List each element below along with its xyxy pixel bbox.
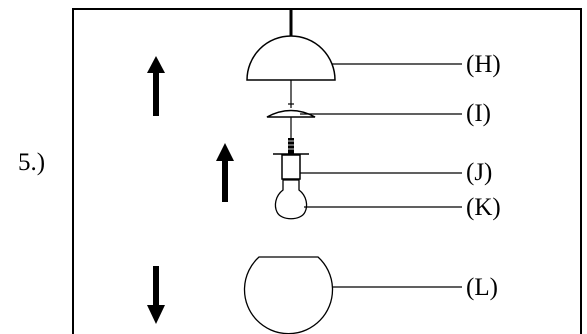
up-arrow-icon <box>216 143 234 202</box>
light-bulb-part-k <box>274 179 308 220</box>
label-l: (L) <box>466 274 498 301</box>
up-arrow-icon <box>147 56 165 116</box>
globe-part-l <box>243 256 334 334</box>
label-j: (J) <box>466 159 492 186</box>
canopy-part-i <box>266 100 316 138</box>
diagram-frame <box>72 8 582 334</box>
problem-number: 5.) <box>18 149 45 176</box>
label-k: (K) <box>466 194 501 221</box>
label-h: (H) <box>466 51 501 78</box>
down-arrow-icon <box>147 266 165 324</box>
label-i: (I) <box>466 100 491 127</box>
dome-shade-part-h <box>246 35 336 100</box>
socket-part-j <box>273 138 309 180</box>
